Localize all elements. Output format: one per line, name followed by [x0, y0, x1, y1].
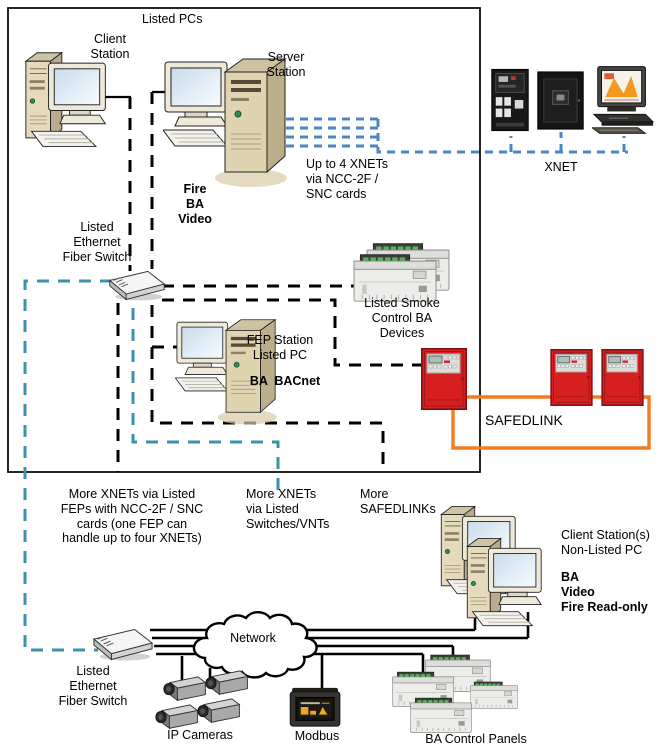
- fiber-switch-to-switch-link: [23, 279, 112, 652]
- fire-ba-label: Fire BA: [183, 182, 207, 211]
- xnet-links: [286, 117, 628, 154]
- fire-panel-1: [421, 348, 467, 410]
- more-xnets-feps-label: More XNETs via Listed FEPs with NCC-2F /…: [60, 487, 204, 546]
- server-station-label: Server Station: [266, 50, 306, 79]
- ba-control-panel-4: [410, 697, 472, 733]
- client-access-label: BA Video Fire Read-only: [561, 570, 648, 614]
- modbus-gateway: [289, 687, 341, 727]
- ip-camera-1: [205, 670, 248, 695]
- switch-to-fire-panel-dashed-link: [162, 298, 421, 367]
- more-xnets-switches-label: More XNETs via Listed Switches/VNTs: [246, 487, 330, 531]
- ip-camera-4: [155, 704, 198, 729]
- modbus-label: Modbus: [294, 729, 340, 743]
- xnet-annunciator-panel: [491, 68, 529, 132]
- up-to-4-xnets-label: Up to 4 XNETs via NCC-2F / SNC cards: [306, 157, 388, 201]
- client-station-label: Client Station: [90, 32, 130, 61]
- ethernet-fiber-switch-2: [93, 628, 153, 662]
- xnet-label: XNET: [544, 160, 578, 174]
- xnet-trunk-link: [376, 119, 628, 154]
- smoke-control-device-front: [353, 254, 437, 302]
- safedlink-label: SAFEDLINK: [485, 412, 563, 428]
- ba-bacnet-label: BA BACnet: [249, 374, 321, 388]
- fiber-switch-1-label: Listed Ethernet Fiber Switch: [62, 220, 132, 264]
- client-station-pc: [25, 52, 106, 147]
- smoke-devices-label: Listed Smoke Control BA Devices: [364, 296, 440, 340]
- ethernet-fiber-switch-1: [109, 270, 165, 301]
- fire-panel-2: [550, 349, 593, 406]
- client-station-pc-front: [466, 538, 542, 627]
- listed-equipment-boundary-box: [7, 7, 481, 473]
- network-label: Network: [230, 631, 276, 645]
- switch-to-more-safedlinks-dashed-link: [150, 305, 385, 473]
- more-safedlinks-label: More SAFEDLINKs: [360, 487, 436, 516]
- fire-panel-3: [601, 349, 644, 406]
- network-to-client-pc1-link: [150, 598, 477, 632]
- fep-station-label: FEP Station Listed PC: [246, 333, 314, 362]
- ba-control-panel-2: [470, 681, 518, 709]
- xnet-workstation: [592, 66, 654, 134]
- ip-camera-3: [197, 698, 240, 723]
- video-label: Video: [178, 212, 212, 226]
- ba-control-panels-label: BA Control Panels: [425, 732, 527, 746]
- listed-pcs-label: Listed PCs: [142, 12, 203, 26]
- client-stations-label: Client Station(s) Non-Listed PC: [561, 528, 650, 557]
- fiber-switch-2-label: Listed Ethernet Fiber Switch: [58, 664, 128, 708]
- switch-to-more-xnets-switches-fiber-link: [131, 308, 280, 490]
- xnet-cabinet: [537, 71, 584, 130]
- ip-cameras-label: IP Cameras: [167, 728, 233, 742]
- ip-camera-2: [163, 676, 206, 701]
